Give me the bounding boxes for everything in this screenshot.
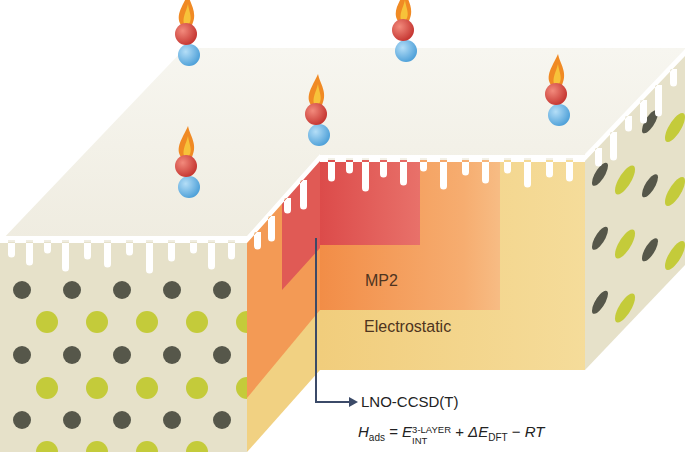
atom bbox=[63, 411, 81, 429]
atom bbox=[592, 222, 608, 255]
formula-superscript: 3-LAYER bbox=[412, 424, 451, 435]
atom bbox=[615, 224, 635, 265]
formula-symbol: ΔE bbox=[468, 423, 488, 440]
co-molecule bbox=[305, 74, 330, 146]
atom bbox=[642, 233, 658, 266]
atom-lattice bbox=[592, 77, 685, 353]
atom bbox=[615, 160, 635, 201]
atom bbox=[13, 281, 31, 299]
co-molecule bbox=[175, 126, 200, 198]
co-molecule bbox=[545, 54, 570, 126]
method-label: LNO-CCSD(T) bbox=[361, 393, 459, 410]
atom bbox=[163, 281, 181, 299]
formula-subscript: INT bbox=[412, 435, 451, 446]
formula-subscript: DFT bbox=[488, 432, 507, 443]
atom bbox=[186, 377, 208, 399]
atom bbox=[665, 235, 685, 276]
formula-subscript: ads bbox=[369, 432, 385, 443]
formula-operator: = bbox=[389, 423, 398, 440]
atom bbox=[13, 346, 31, 364]
atom bbox=[213, 346, 231, 364]
skewed-lattice bbox=[592, 77, 685, 353]
green-atoms bbox=[615, 107, 685, 329]
atom bbox=[136, 441, 158, 452]
atom bbox=[136, 377, 158, 399]
atom bbox=[36, 377, 58, 399]
band-label: Electrostatic bbox=[364, 318, 451, 336]
atom bbox=[665, 107, 685, 148]
formula-indices: 3-LAYERINT bbox=[412, 424, 451, 446]
band-label: MP2 bbox=[365, 272, 398, 290]
atom bbox=[592, 286, 608, 319]
atom bbox=[86, 441, 108, 452]
formula-symbol: RT bbox=[525, 423, 545, 440]
co-molecule bbox=[392, 0, 417, 62]
atom bbox=[63, 346, 81, 364]
atom bbox=[86, 311, 108, 333]
green-atoms bbox=[36, 311, 258, 452]
atom bbox=[163, 346, 181, 364]
atom bbox=[213, 281, 231, 299]
atom bbox=[163, 411, 181, 429]
atom bbox=[186, 441, 208, 452]
drips bbox=[247, 154, 320, 250]
drips bbox=[0, 236, 247, 274]
atom bbox=[113, 411, 131, 429]
dark-atoms bbox=[13, 281, 231, 429]
atom bbox=[86, 377, 108, 399]
notch-wall bbox=[247, 160, 320, 452]
atom bbox=[186, 311, 208, 333]
atom bbox=[213, 411, 231, 429]
formula: Hads = E3-LAYERINT + ΔEDFT − RT bbox=[358, 423, 544, 446]
drips bbox=[320, 155, 585, 192]
drips bbox=[585, 49, 685, 167]
atom bbox=[113, 346, 131, 364]
atom bbox=[13, 411, 31, 429]
atom bbox=[615, 288, 635, 329]
atom bbox=[136, 311, 158, 333]
formula-operator: + bbox=[455, 423, 464, 440]
front-face bbox=[0, 242, 247, 452]
formula-symbol: E bbox=[402, 423, 412, 440]
atom bbox=[665, 171, 685, 212]
atom-lattice bbox=[13, 281, 258, 452]
atom bbox=[63, 281, 81, 299]
co-molecule bbox=[175, 0, 200, 66]
atom bbox=[642, 169, 658, 202]
atom bbox=[36, 441, 58, 452]
atom bbox=[113, 281, 131, 299]
atom bbox=[36, 311, 58, 333]
arrow-head bbox=[349, 397, 358, 407]
formula-operator: − bbox=[512, 423, 521, 440]
leader-line bbox=[316, 238, 350, 402]
formula-symbol: H bbox=[358, 423, 369, 440]
